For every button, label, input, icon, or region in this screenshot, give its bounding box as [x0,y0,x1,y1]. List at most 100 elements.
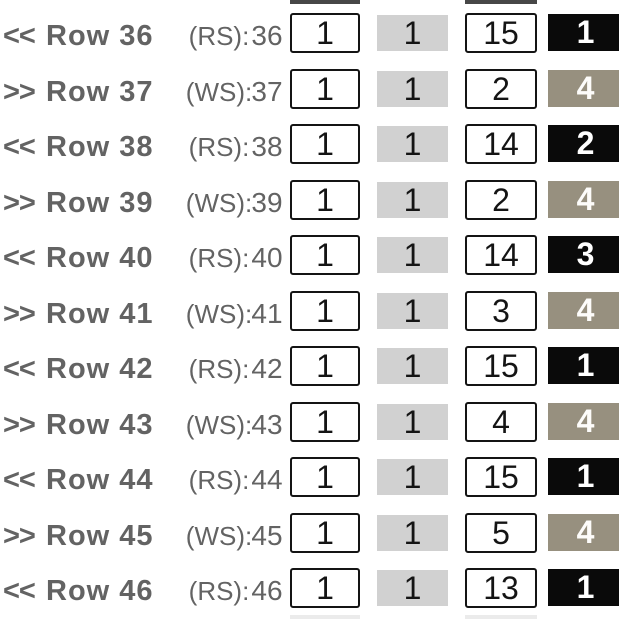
stitch-count-cell-3[interactable]: 15 [465,13,537,53]
stitch-count-cell-2: 1 [377,71,448,107]
color-count-cell[interactable]: 4 [548,514,619,551]
row-label: Row 37 [46,75,154,108]
row-number: 37 [251,76,283,107]
stitch-count-cell-3[interactable]: 4 [465,402,537,442]
stitch-count-cell-1[interactable]: 1 [290,180,360,220]
row-label: Row 41 [46,297,154,330]
row-number: 38 [251,131,283,162]
stitch-count-cell-1[interactable]: 1 [290,457,360,497]
color-count-cell[interactable]: 1 [548,347,619,384]
stitch-count-cell-2: 1 [377,570,448,606]
pattern-row: << Row 44 (RS): 44 1 1 15 1 [0,457,619,497]
row-direction-arrow: << [3,463,36,496]
row-label: Row 43 [46,408,154,441]
stitch-count-cell-1[interactable]: 1 [290,235,360,275]
row-label: Row 46 [46,574,154,607]
row-number: 42 [251,353,283,384]
color-count-cell[interactable]: 2 [548,125,619,162]
pattern-row: << Row 42 (RS): 42 1 1 15 1 [0,346,619,386]
row-side-label: (RS): [188,575,250,606]
clipped-cell-fragment-top-left [290,0,360,4]
stitch-count-cell-2: 1 [377,237,448,273]
row-direction-arrow: >> [3,519,36,552]
stitch-count-cell-1[interactable]: 1 [290,513,360,553]
color-count-cell[interactable]: 3 [548,236,619,273]
row-number: 43 [251,409,283,440]
color-count-cell[interactable]: 1 [548,14,619,51]
stitch-count-cell-1[interactable]: 1 [290,402,360,442]
stitch-count-cell-3[interactable]: 14 [465,124,537,164]
stitch-count-cell-3[interactable]: 2 [465,180,537,220]
color-count-cell[interactable]: 4 [548,403,619,440]
color-count-cell[interactable]: 4 [548,292,619,329]
row-number: 40 [251,242,283,273]
stitch-count-cell-1[interactable]: 1 [290,346,360,386]
stitch-count-cell-3[interactable]: 3 [465,291,537,331]
color-count-cell[interactable]: 1 [548,458,619,495]
row-side-label: (WS): [185,187,253,218]
row-label: Row 45 [46,519,154,552]
stitch-count-cell-1[interactable]: 1 [290,13,360,53]
row-side-label: (WS): [185,520,253,551]
row-label: Row 40 [46,241,154,274]
row-direction-arrow: >> [3,186,36,219]
row-number: 45 [251,520,283,551]
stitch-count-cell-2: 1 [377,182,448,218]
pattern-row: >> Row 39 (WS): 39 1 1 2 4 [0,180,619,220]
stitch-count-cell-3[interactable]: 14 [465,235,537,275]
row-side-label: (RS): [188,131,250,162]
row-label: Row 36 [46,19,154,52]
row-direction-arrow: << [3,241,36,274]
row-side-label: (WS): [185,409,253,440]
pattern-row: << Row 46 (RS): 46 1 1 13 1 [0,568,619,608]
stitch-count-cell-3[interactable]: 5 [465,513,537,553]
color-count-cell[interactable]: 4 [548,181,619,218]
clipped-cell-fragment-bottom-right [465,615,537,619]
pattern-row: >> Row 43 (WS): 43 1 1 4 4 [0,402,619,442]
row-direction-arrow: >> [3,75,36,108]
row-side-label: (RS): [188,353,250,384]
row-label: Row 38 [46,130,154,163]
row-direction-arrow: >> [3,408,36,441]
row-label: Row 39 [46,186,154,219]
row-side-label: (RS): [188,464,250,495]
pattern-row: >> Row 45 (WS): 45 1 1 5 4 [0,513,619,553]
row-number: 46 [251,575,283,606]
clipped-cell-fragment-top-right [465,0,537,4]
stitch-count-cell-2: 1 [377,15,448,51]
row-number: 39 [251,187,283,218]
pattern-row: >> Row 37 (WS): 37 1 1 2 4 [0,69,619,109]
stitch-count-cell-1[interactable]: 1 [290,568,360,608]
stitch-count-cell-2: 1 [377,348,448,384]
pattern-row: >> Row 41 (WS): 41 1 1 3 4 [0,291,619,331]
row-side-label: (WS): [185,298,253,329]
row-label: Row 44 [46,463,154,496]
stitch-count-cell-3[interactable]: 15 [465,457,537,497]
stitch-count-cell-3[interactable]: 13 [465,568,537,608]
row-number: 41 [251,298,283,329]
stitch-count-cell-3[interactable]: 15 [465,346,537,386]
row-direction-arrow: << [3,130,36,163]
stitch-count-cell-2: 1 [377,293,448,329]
row-side-label: (RS): [188,20,250,51]
clipped-cell-fragment-bottom-left [290,615,360,619]
stitch-count-cell-2: 1 [377,126,448,162]
row-direction-arrow: << [3,19,36,52]
stitch-count-cell-1[interactable]: 1 [290,69,360,109]
color-count-cell[interactable]: 1 [548,569,619,606]
row-direction-arrow: << [3,352,36,385]
pattern-row: << Row 38 (RS): 38 1 1 14 2 [0,124,619,164]
stitch-count-cell-2: 1 [377,459,448,495]
stitch-count-cell-3[interactable]: 2 [465,69,537,109]
color-count-cell[interactable]: 4 [548,70,619,107]
stitch-count-cell-1[interactable]: 1 [290,124,360,164]
stitch-count-cell-2: 1 [377,515,448,551]
stitch-count-cell-1[interactable]: 1 [290,291,360,331]
row-direction-arrow: >> [3,297,36,330]
row-side-label: (WS): [185,76,253,107]
row-label: Row 42 [46,352,154,385]
pattern-row: << Row 40 (RS): 40 1 1 14 3 [0,235,619,275]
stitch-count-cell-2: 1 [377,404,448,440]
row-number: 44 [251,464,283,495]
